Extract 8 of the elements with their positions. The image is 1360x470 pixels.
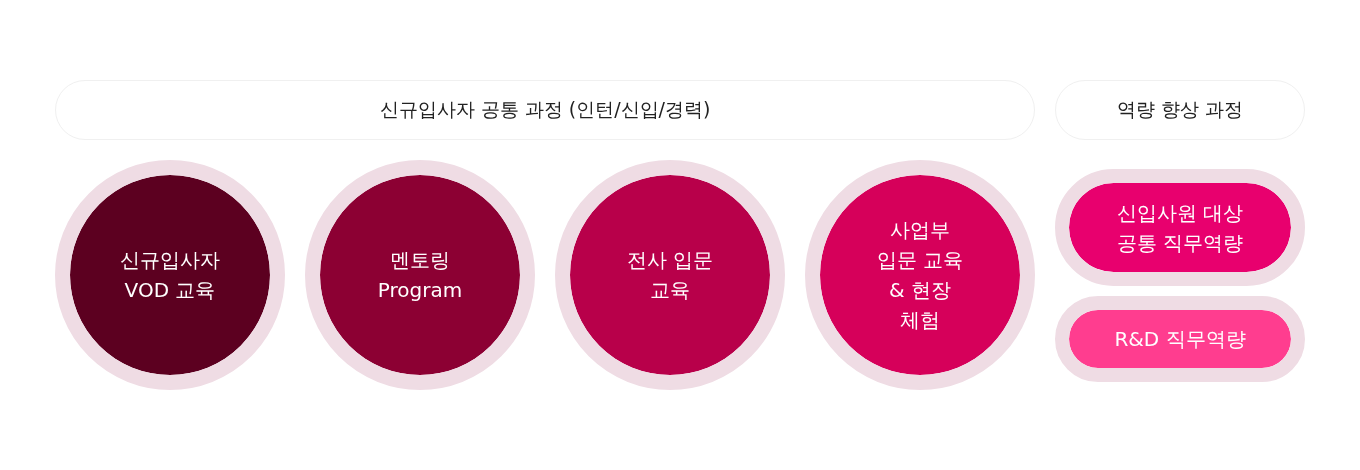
course-title: 멘토링 Program — [376, 247, 464, 304]
section-title: 역량 향상 과정 — [1116, 97, 1244, 122]
course-title: 신입사원 대상 공통 직무역량 — [1115, 199, 1245, 257]
course-title: 신규입사자 VOD 교육 — [119, 247, 221, 304]
course-title: R&D 직무역량 — [1114, 326, 1246, 353]
course-title: 전사 입문 교육 — [625, 247, 715, 304]
section-title: 신규입사자 공통 과정 (인턴/신입/경력) — [379, 97, 711, 122]
course-title: 사업부 입문 교육 & 현장 체험 — [875, 217, 965, 334]
